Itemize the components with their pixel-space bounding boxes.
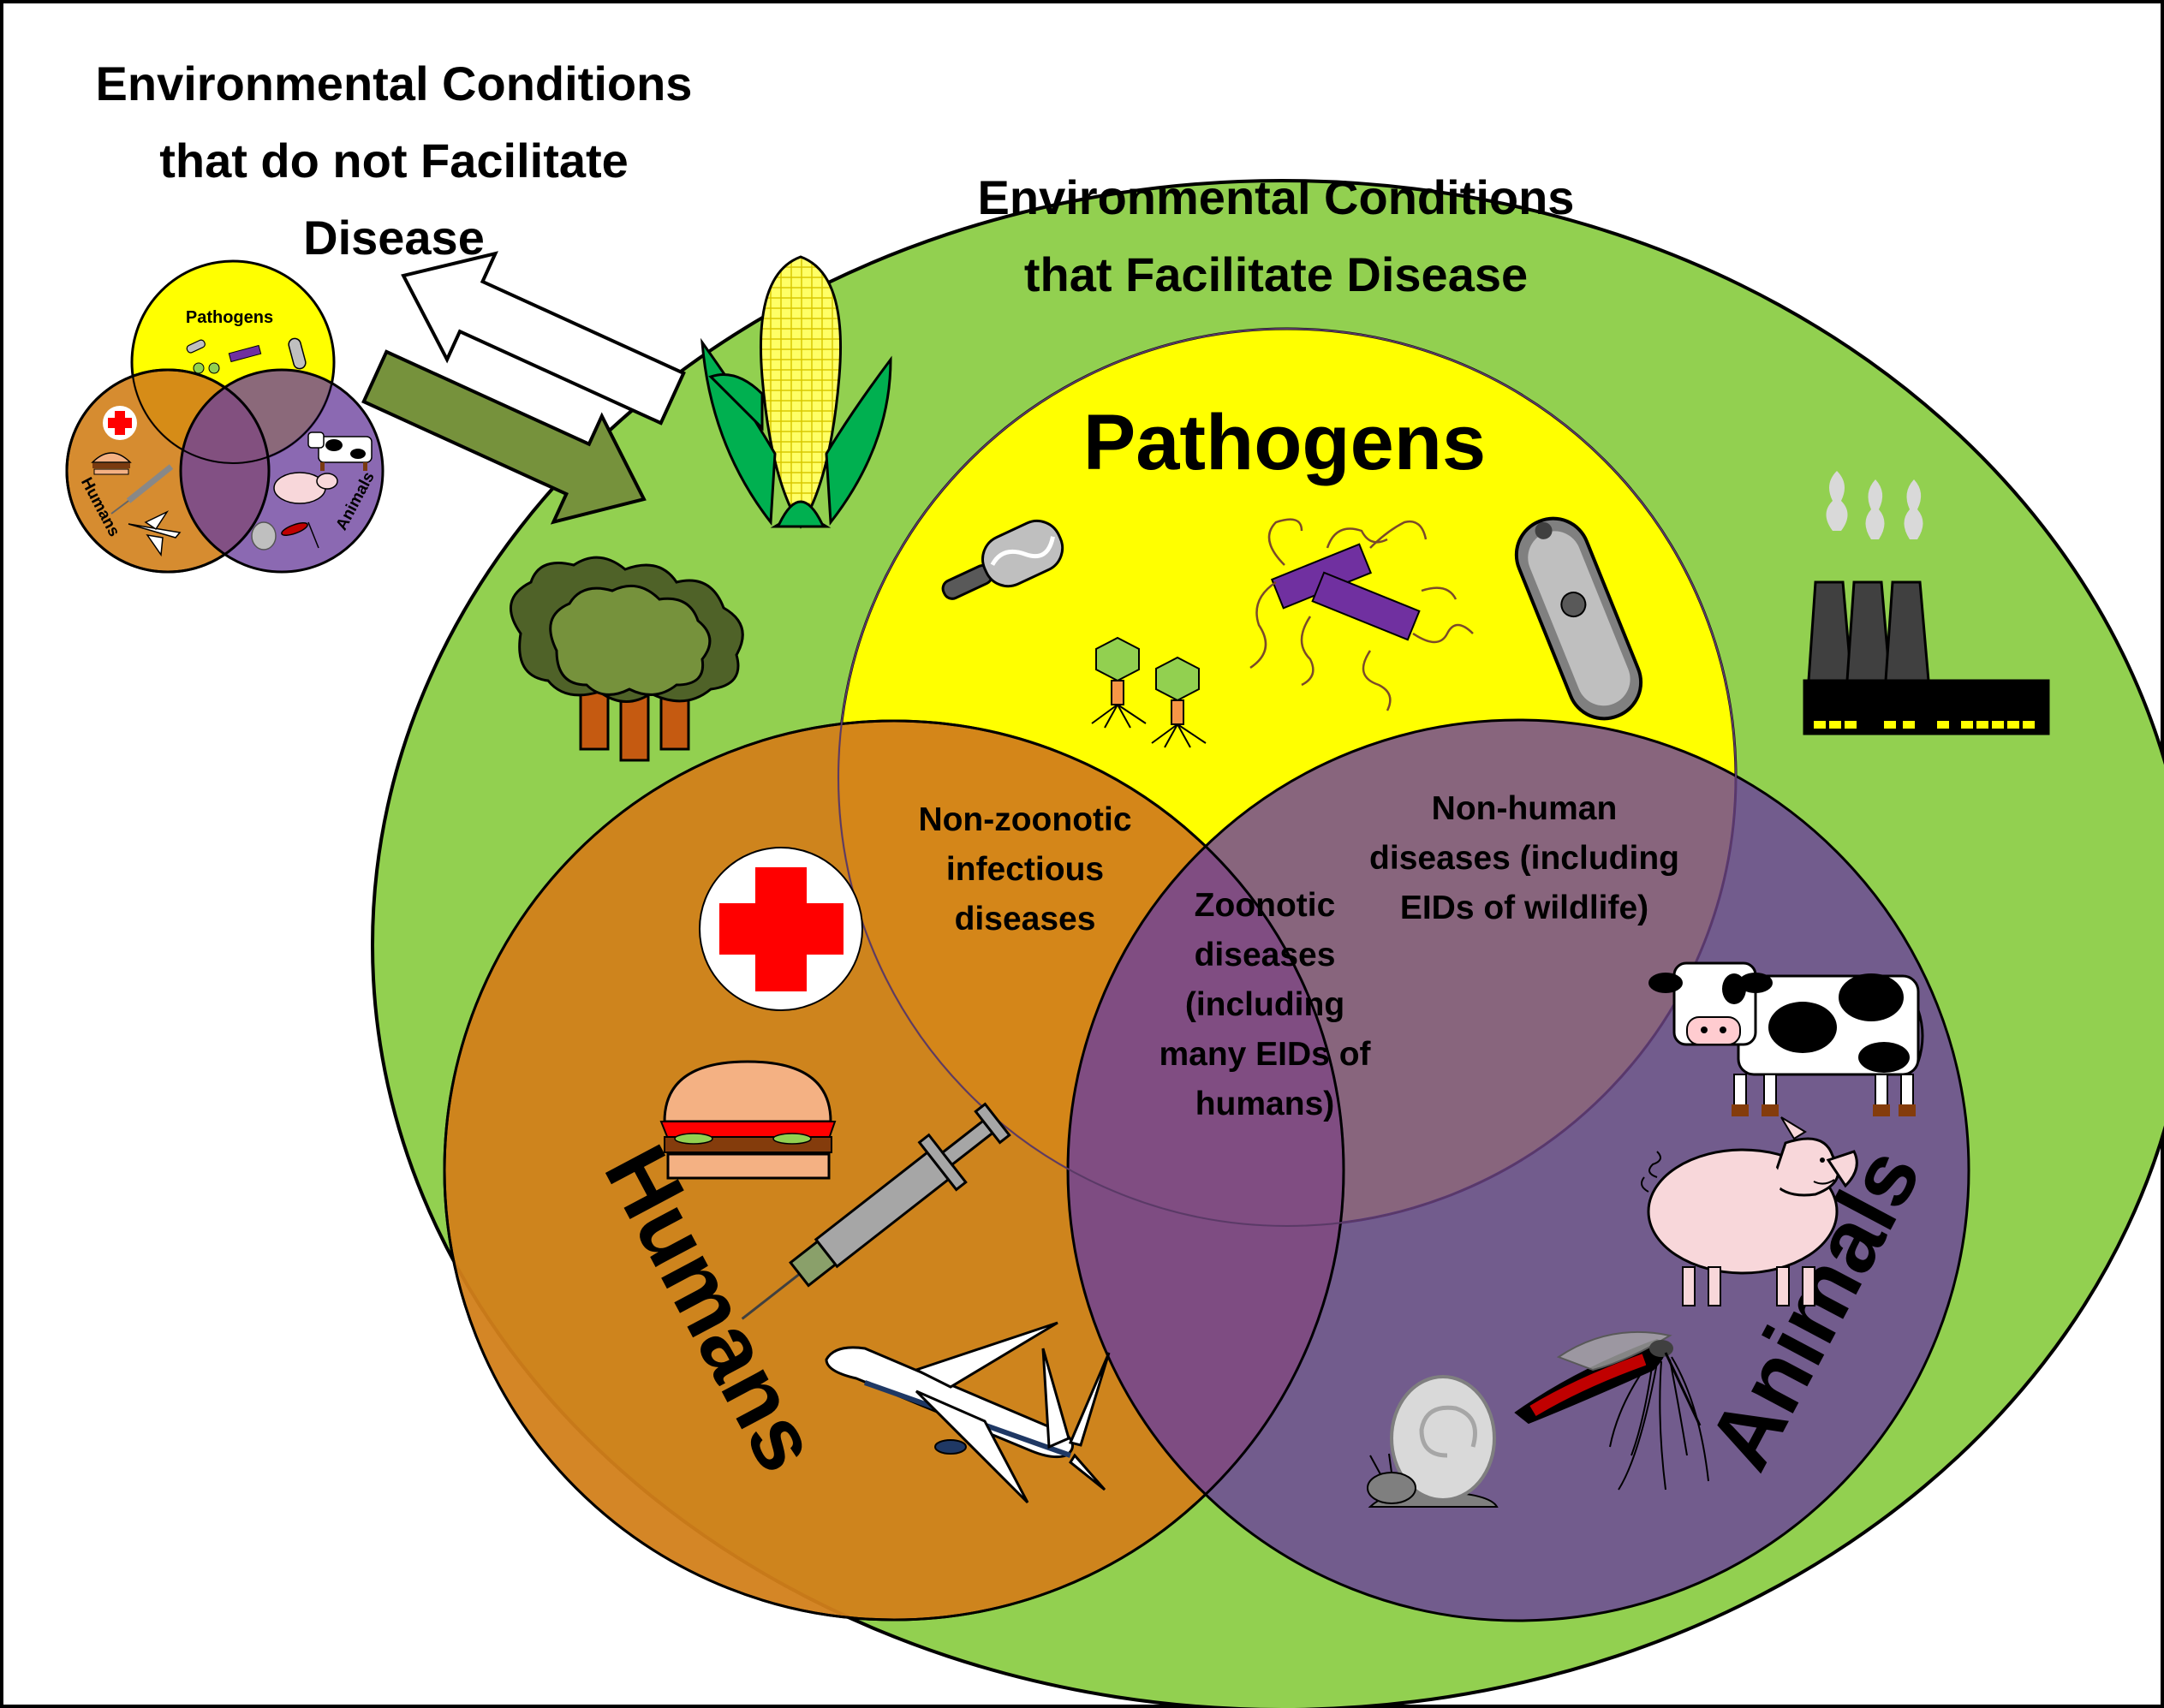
inside-title-line-2: that Facilitate Disease <box>1024 247 1528 301</box>
mini-pig-icon <box>273 472 338 504</box>
inside-title: Environmental Conditions that Facilitate… <box>978 170 1575 301</box>
mosquito-icon <box>1514 1330 1709 1491</box>
pathogens-circle-outline <box>838 328 1737 1227</box>
pathogen-capsule-icon <box>941 520 1064 600</box>
mini-snail-icon <box>251 521 277 550</box>
overlap-all-line-3: (including <box>1185 986 1344 1023</box>
overlap-all-line-2: diseases <box>1195 937 1336 973</box>
overlap-hp-line-3: diseases <box>955 901 1096 937</box>
overlap-all-line-1: Zoonotic <box>1195 887 1336 924</box>
inside-title-line-1: Environmental Conditions <box>978 170 1575 224</box>
mini-plane-icon <box>128 510 182 557</box>
overlap-pathogens-animals: Non-human diseases (including EIDs of wi… <box>1369 790 1679 926</box>
arrow-into-environment <box>361 349 647 525</box>
overlap-hp-line-2: infectious <box>946 851 1104 888</box>
outside-title-line-3: Disease <box>303 211 485 265</box>
overlap-humans-pathogens: Non-zoonotic infectious diseases <box>918 801 1131 937</box>
mini-cow-icon <box>307 431 373 471</box>
mini-syringe-icon <box>110 464 174 515</box>
mini-pathogen-icons <box>186 337 307 374</box>
syringe-icon <box>741 1102 1011 1320</box>
burger-icon <box>659 1060 837 1180</box>
mini-pathogens-label: Pathogens <box>186 308 273 327</box>
animals-circle-main <box>1066 718 1970 1622</box>
arrow-out-of-environment <box>401 251 686 426</box>
mini-burger-icon <box>91 452 132 475</box>
overlap-all-line-4: many EIDs of <box>1159 1036 1371 1073</box>
mini-humans-outline <box>65 368 271 574</box>
virus-phage-icon <box>1091 636 1207 748</box>
overlap-pa-line-3: EIDs of wildlife) <box>1400 890 1648 926</box>
overlap-pa-line-1: Non-human <box>1432 790 1618 827</box>
outside-title-line-2: that do not Facilitate <box>159 134 629 187</box>
outside-title-line-1: Environmental Conditions <box>96 57 693 110</box>
pig-icon <box>1640 1116 1858 1306</box>
bacteria-icon <box>1249 518 1474 711</box>
mini-mosquito-icon <box>281 521 319 549</box>
overlap-all-line-5: humans) <box>1195 1086 1335 1122</box>
trees-icon <box>509 556 744 762</box>
overlap-hp-line-1: Non-zoonotic <box>918 801 1131 838</box>
red-cross-icon <box>699 847 863 1011</box>
mini-red-cross-icon <box>103 406 137 440</box>
outside-title: Environmental Conditions that do not Fac… <box>96 57 693 265</box>
pathogens-label: Pathogens <box>1083 399 1486 486</box>
overlap-all-three: Zoonotic diseases (including many EIDs o… <box>1159 887 1371 1122</box>
cow-icon <box>1648 961 1924 1116</box>
overlap-pa-line-2: diseases (including <box>1369 840 1679 877</box>
mini-venn: Pathogens Humans Animals <box>65 259 385 574</box>
protozoan-icon <box>1514 516 1643 721</box>
mini-animals-circle <box>179 368 385 574</box>
factory-icon <box>1803 471 2050 735</box>
humans-circle-outline <box>443 719 1345 1622</box>
mini-pathogens-outline <box>131 260 335 464</box>
airplane-icon <box>825 1321 1111 1504</box>
corn-icon <box>700 255 892 529</box>
snail-icon <box>1367 1375 1499 1508</box>
